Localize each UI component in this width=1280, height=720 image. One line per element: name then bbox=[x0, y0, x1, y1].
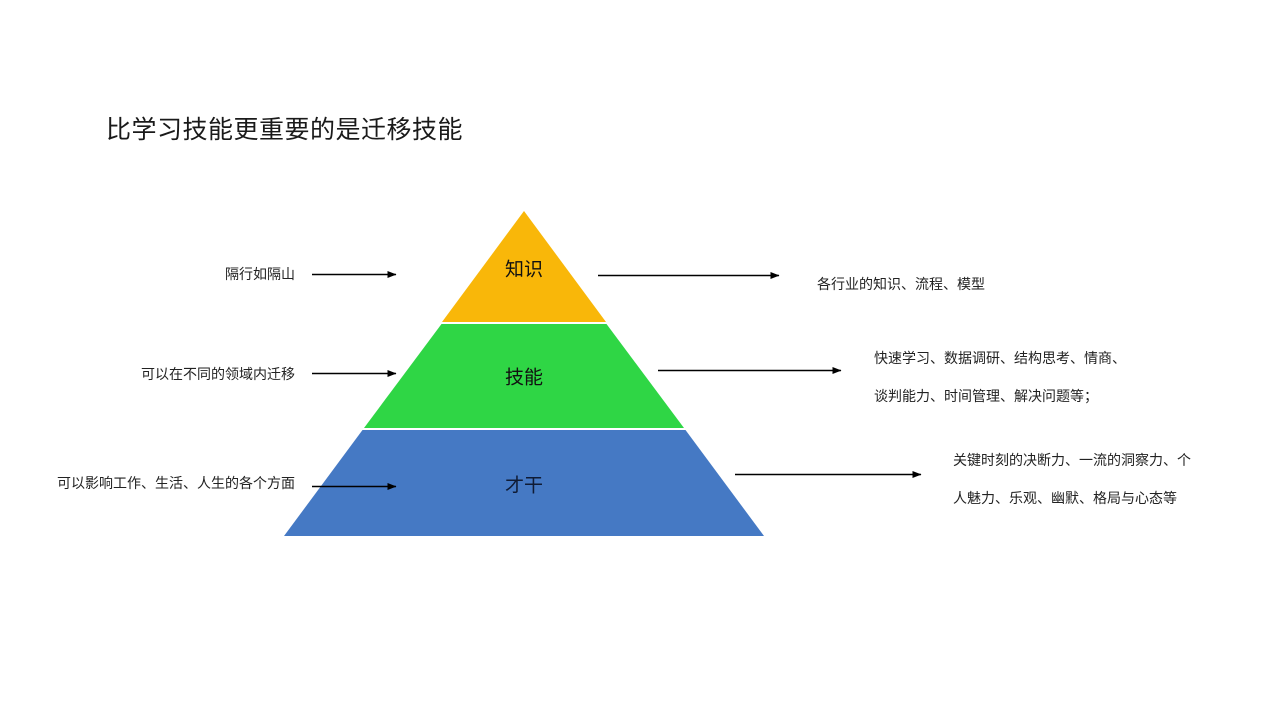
left-caption-bottom: 可以影响工作、生活、人生的各个方面 bbox=[57, 475, 295, 491]
right-caption-top-line1: 各行业的知识、流程、模型 bbox=[817, 276, 985, 292]
pyramid-tier-bottom[interactable] bbox=[284, 430, 764, 536]
right-caption-bottom-line1: 关键时刻的决断力、一流的洞察力、个 bbox=[953, 452, 1191, 468]
right-caption-middle: 快速学习、数据调研、结构思考、情商、 谈判能力、时间管理、解决问题等； bbox=[874, 339, 1126, 415]
pyramid-tier-label-bottom: 才干 bbox=[504, 475, 544, 497]
page-title: 比学习技能更重要的是迁移技能 bbox=[106, 116, 464, 144]
pyramid-tier-middle[interactable] bbox=[364, 324, 684, 428]
right-caption-middle-line1: 快速学习、数据调研、结构思考、情商、 bbox=[874, 350, 1126, 366]
right-caption-middle-line2: 谈判能力、时间管理、解决问题等； bbox=[874, 388, 1098, 404]
right-caption-bottom-line2: 人魅力、乐观、幽默、格局与心态等 bbox=[953, 490, 1177, 506]
left-caption-middle: 可以在不同的领域内迁移 bbox=[141, 366, 295, 382]
pyramid-tier-top[interactable] bbox=[442, 211, 606, 322]
right-caption-bottom: 关键时刻的决断力、一流的洞察力、个 人魅力、乐观、幽默、格局与心态等 bbox=[953, 441, 1191, 517]
right-caption-top: 各行业的知识、流程、模型 bbox=[817, 265, 985, 303]
pyramid-tier-label-top: 知识 bbox=[504, 259, 544, 281]
pyramid-tier-label-middle: 技能 bbox=[504, 367, 544, 389]
left-caption-top: 隔行如隔山 bbox=[225, 266, 295, 282]
